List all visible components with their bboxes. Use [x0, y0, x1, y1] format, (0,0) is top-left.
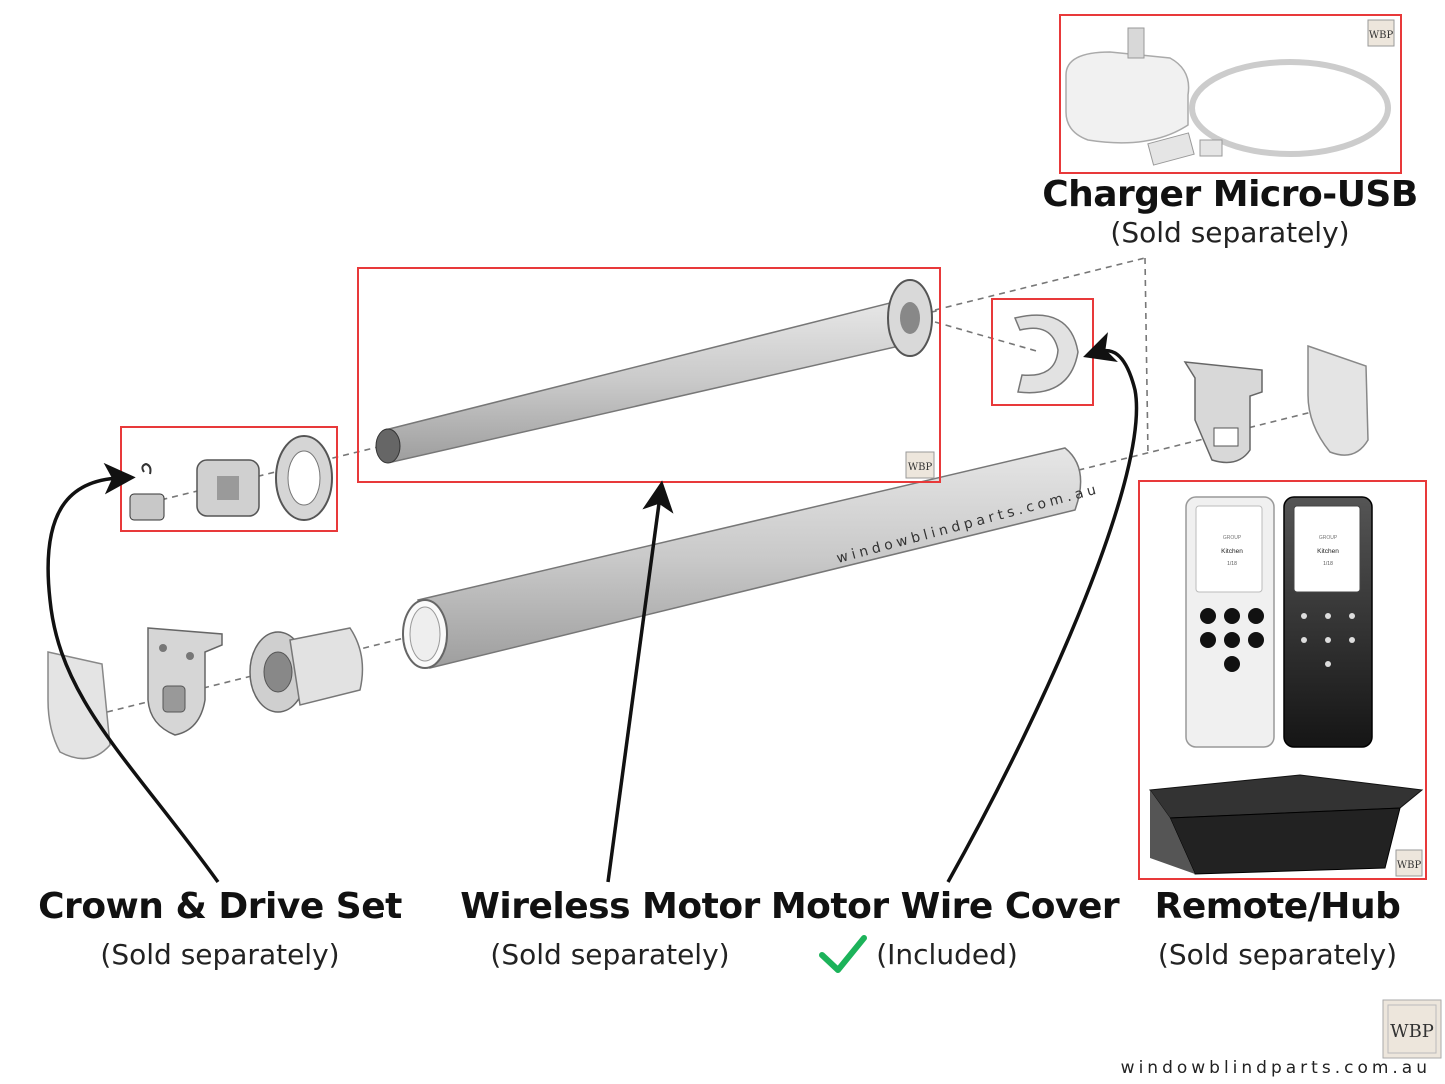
svg-text:Kitchen: Kitchen — [1317, 548, 1339, 555]
footer-website: windowblindparts.com.au — [1120, 1058, 1431, 1078]
wbp-logo-motor: WBP — [905, 451, 935, 479]
remote-note: (Sold separately) — [1157, 938, 1398, 971]
svg-text:WBP: WBP — [1397, 860, 1422, 871]
charger-highlight-box — [1059, 14, 1402, 174]
charger-image — [1065, 27, 1391, 166]
wbp-logo-remote: WBP — [1395, 849, 1423, 877]
hub-device — [1149, 774, 1424, 875]
svg-text:WBP: WBP — [1390, 1021, 1434, 1042]
crown-drive-parts — [129, 435, 333, 521]
remote-black: GROUP Kitchen 1/18 — [1283, 496, 1373, 748]
arrow-cover — [946, 332, 1139, 883]
check-icon — [819, 935, 867, 973]
svg-text:GROUP: GROUP — [1319, 535, 1338, 541]
end-cap-right — [1307, 344, 1369, 456]
wbp-logo-footer: WBP — [1382, 999, 1442, 1059]
svg-text:WBP: WBP — [1369, 30, 1394, 41]
wire-cover-clip — [1013, 314, 1079, 394]
remote-title: Remote/Hub — [1154, 886, 1401, 927]
crown-note: (Sold separately) — [100, 938, 340, 971]
end-cap-left — [47, 651, 111, 760]
remote-white: GROUP Kitchen 1/18 — [1185, 496, 1275, 748]
crown-title: Crown & Drive Set — [38, 886, 402, 927]
bracket-left — [147, 627, 223, 736]
bracket-right — [1183, 361, 1263, 464]
motor-note: (Sold separately) — [490, 938, 730, 971]
remote-hub-highlight-box — [1138, 480, 1427, 880]
cover-note: (Included) — [876, 938, 1018, 971]
callout-arrows — [46, 332, 1139, 884]
cover-title: Motor Wire Cover — [770, 886, 1120, 927]
idle-end — [249, 627, 364, 713]
svg-text:WBP: WBP — [908, 462, 933, 473]
svg-text:GROUP: GROUP — [1223, 535, 1242, 541]
motor-tube — [375, 279, 933, 464]
svg-text:Kitchen: Kitchen — [1221, 548, 1243, 555]
motor-title: Wireless Motor — [460, 886, 760, 927]
arrow-motor — [606, 480, 674, 883]
svg-text:1/18: 1/18 — [1323, 561, 1333, 567]
charger-title: Charger Micro-USB — [1042, 174, 1418, 215]
charger-note: (Sold separately) — [1110, 216, 1350, 249]
wbp-logo-charger: WBP — [1367, 19, 1395, 47]
arrow-crown — [46, 462, 220, 884]
roller-tube — [402, 447, 1082, 669]
svg-text:1/18: 1/18 — [1227, 561, 1237, 567]
